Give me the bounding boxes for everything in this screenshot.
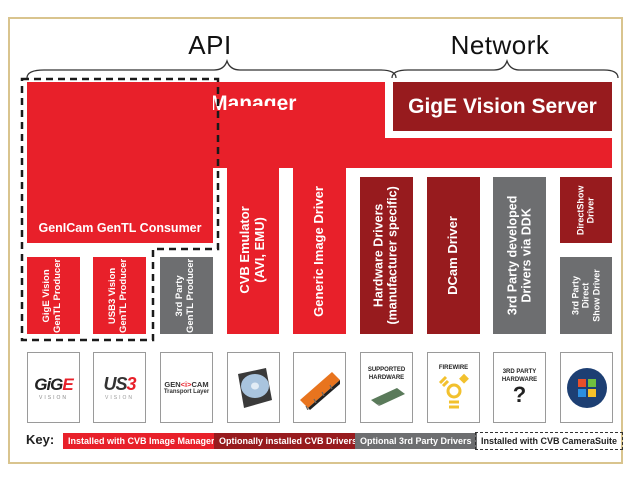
network-header: Network bbox=[450, 30, 550, 60]
gige-vision-logo-icon: GiGE VISION bbox=[27, 352, 80, 423]
genicam-consumer-label: GenICam GenTL Consumer bbox=[38, 221, 202, 235]
network-brace bbox=[391, 58, 619, 79]
gige-vision-server-label: GigE Vision Server bbox=[408, 94, 597, 118]
usb3-vision-logo-icon: US3 VISION bbox=[93, 352, 146, 423]
genicam-consumer-block bbox=[27, 82, 213, 243]
key-optional-cvb-drivers: Optionally installed CVB Drivers bbox=[214, 433, 363, 449]
key-label: Key: bbox=[26, 432, 55, 447]
group-braces bbox=[26, 58, 619, 79]
genicam-logo-icon: GEN<i>CAM Transport Layer bbox=[160, 352, 213, 423]
cvb-emulator-block: CVB Emulator(AVI, EMU) bbox=[227, 106, 279, 334]
gige-vision-server-block: GigE Vision Server bbox=[393, 82, 612, 131]
firewire-icon: FIREWIRE bbox=[427, 352, 480, 423]
api-brace bbox=[26, 58, 397, 79]
api-header: API bbox=[188, 30, 232, 60]
key-third-party-drivers: Optional 3rd Party Drivers bbox=[355, 433, 477, 449]
key-camerasuite: Installed with CVB CameraSuite bbox=[475, 432, 624, 450]
generic-image-driver-block: Generic Image Driver bbox=[293, 138, 346, 334]
chip-icon bbox=[293, 352, 346, 423]
hardware-drivers-block: Hardware Drivers(manufacturer specific) bbox=[360, 177, 413, 334]
dcam-driver-block: DCam Driver bbox=[427, 177, 480, 334]
hard-disk-icon bbox=[227, 352, 280, 423]
windows-logo-icon bbox=[560, 352, 613, 423]
key-image-manager: Installed with CVB Image Manager bbox=[63, 433, 220, 449]
